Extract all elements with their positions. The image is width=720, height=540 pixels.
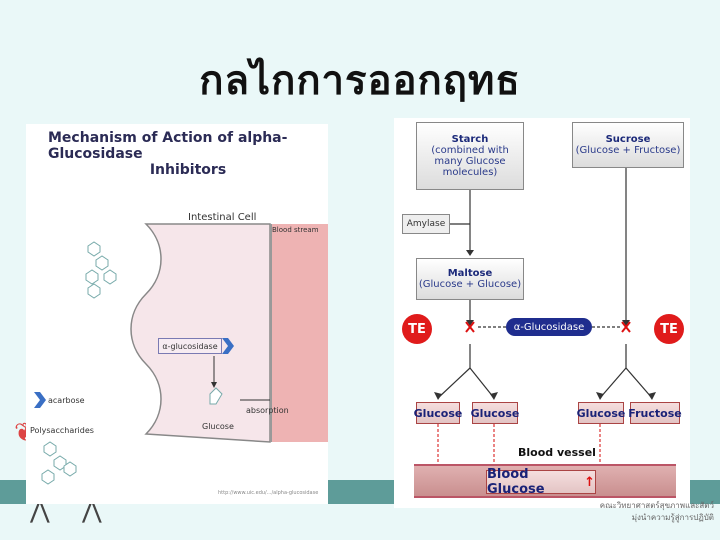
blood-glucose-label: Blood Glucose bbox=[487, 467, 545, 497]
glucose-label: Glucose bbox=[202, 422, 234, 431]
slide-title: กลไกการออกฤทธ bbox=[199, 58, 521, 104]
alpha-glucosidase-pill: α-Glucosidase bbox=[506, 318, 592, 336]
starch-box: Starch (combined with many Glucose molec… bbox=[416, 122, 524, 190]
blood-vessel-label: Blood vessel bbox=[518, 446, 596, 459]
footer-line1: คณะวิทยาศาสตร์สุขภาพและสัตว์ bbox=[599, 501, 714, 510]
blood-stream bbox=[270, 224, 328, 442]
te-left-badge: TE bbox=[402, 314, 432, 344]
cell-wall-diagram bbox=[34, 223, 290, 485]
blood-glucose-box: Blood Glucose ↑ bbox=[486, 467, 596, 497]
increase-arrow-icon: ↑ bbox=[584, 474, 595, 490]
product-glucose-3: Glucose bbox=[577, 402, 625, 424]
sucrose-detail: (Glucose + Fructose) bbox=[575, 145, 681, 156]
figure-title: Mechanism of Action of alpha-Glucosidase… bbox=[48, 130, 328, 178]
polysaccharides-label: Polysaccharides bbox=[30, 426, 94, 435]
acarbose-label: acarbose bbox=[48, 396, 85, 405]
digestion-flow-figure: Starch (combined with many Glucose molec… bbox=[394, 118, 690, 508]
product-glucose-2: Glucose bbox=[471, 402, 519, 424]
sucrose-box: Sucrose (Glucose + Fructose) bbox=[572, 122, 684, 168]
starch-title: Starch bbox=[451, 134, 489, 145]
maltose-title: Maltose bbox=[447, 268, 493, 279]
maltose-box: Maltose (Glucose + Glucose) bbox=[416, 258, 524, 300]
alpha-glucosidase-box: α-glucosidase bbox=[158, 338, 222, 354]
intestinal-cell-label: Intestinal Cell bbox=[188, 212, 257, 223]
flow-arrows bbox=[434, 168, 656, 464]
sucrose-title: Sucrose bbox=[605, 134, 651, 145]
figure-title-line1: Mechanism of Action of alpha-Glucosidase bbox=[48, 130, 288, 162]
product-glucose-1: Glucose bbox=[414, 402, 462, 424]
te-right-badge: TE bbox=[654, 314, 684, 344]
blood-stream-label: Blood stream bbox=[272, 226, 319, 234]
absorption-label: absorption bbox=[246, 406, 289, 415]
figure-title-line2: Inhibitors bbox=[149, 162, 227, 178]
footer-line2: มุ่งนำความรู้สู่การปฏิบัติ bbox=[631, 513, 714, 522]
product-fructose: Fructose bbox=[628, 402, 682, 424]
maltose-detail: (Glucose + Glucose) bbox=[418, 279, 522, 290]
starch-detail: (combined with many Glucose molecules) bbox=[431, 145, 509, 178]
amylase-label: Amylase bbox=[402, 214, 450, 234]
source-link: http://www.uic.edu/.../alpha-glucosidase bbox=[218, 490, 319, 496]
mechanism-figure: Mechanism of Action of alpha-Glucosidase… bbox=[26, 124, 328, 504]
footer-text: คณะวิทยาศาสตร์สุขภาพและสัตว์ มุ่งนำความร… bbox=[600, 500, 714, 524]
